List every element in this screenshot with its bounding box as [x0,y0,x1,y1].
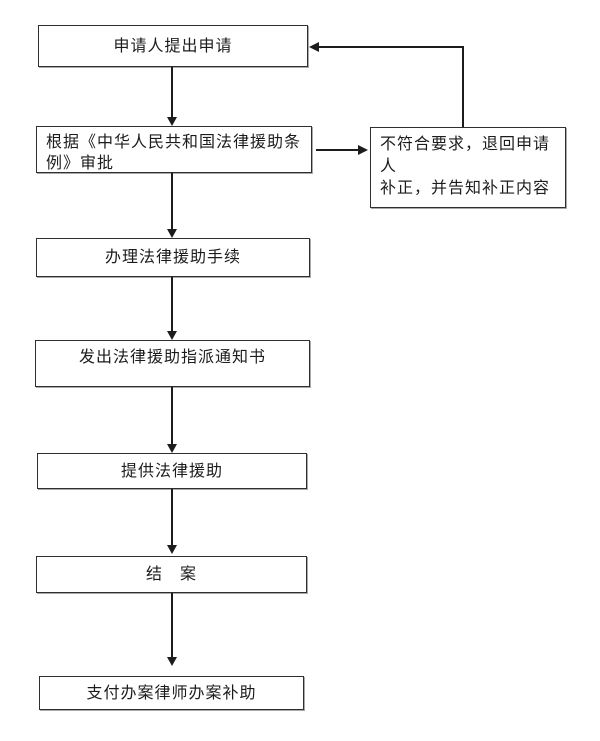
arrow-down-icon [167,657,177,666]
arrow-down-icon [167,331,177,340]
connector-apply-to-review-line [171,67,173,117]
connector-provide-to-close-line [171,489,173,545]
flow-node-close-case-label: 结 案 [145,566,197,583]
arrow-down-icon [167,117,177,126]
connector-notice-to-provide-line [171,387,173,444]
arrow-left-icon [309,42,319,52]
arrow-down-icon [167,545,177,554]
flow-node-reject-line2: 补正，并告知补正内容 [380,180,551,197]
connector-close-to-pay-line [171,593,173,657]
flow-node-review-line1: 根据《中华人民共和国法律援助条 [46,134,302,151]
flow-node-reject: 不符合要求，退回申请人 补正，并告知补正内容 [370,127,566,208]
flow-node-provide-label: 提供法律援助 [120,462,223,480]
connector-procedure-to-notice-line [171,277,173,331]
connector-review-to-reject-line [316,149,358,151]
flow-node-procedure-label: 办理法律援助手续 [104,249,241,266]
connector-review-to-procedure-line [171,173,173,229]
flow-node-review-line2: 例》审批 [46,155,115,172]
arrow-right-icon [358,145,368,155]
connector-reject-to-apply-vertical-line [462,46,464,127]
flow-node-apply: 申请人提出申请 [38,25,308,67]
arrow-down-icon [167,229,177,238]
flow-node-review: 根据《中华人民共和国法律援助条 例》审批 [36,126,312,173]
flow-node-provide: 提供法律援助 [37,453,307,489]
flow-node-notice-label: 发出法律援助指派通知书 [78,349,266,366]
flow-node-reject-line1: 不符合要求，退回申请人 [380,136,551,175]
flow-node-notice: 发出法律援助指派通知书 [35,340,310,387]
flow-node-pay: 支付办案律师办案补助 [39,676,304,710]
connector-reject-to-apply-horizontal-line [319,46,464,48]
flow-node-close-case: 结 案 [36,556,307,593]
flow-node-apply-label: 申请人提出申请 [113,37,233,55]
flow-node-procedure: 办理法律援助手续 [36,238,310,277]
arrow-down-icon [167,444,177,453]
flow-node-pay-label: 支付办案律师办案补助 [86,684,257,702]
